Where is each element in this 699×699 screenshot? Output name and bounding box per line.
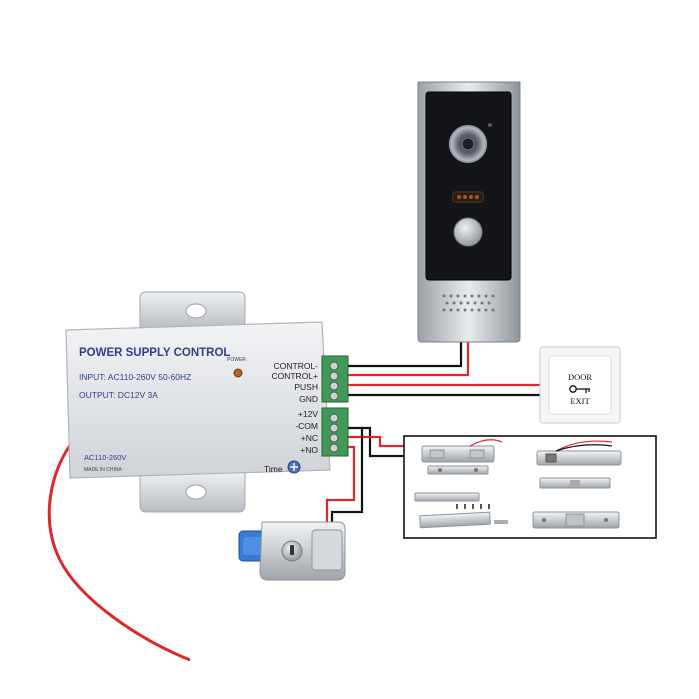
video-door-panel	[417, 81, 521, 343]
speaker-grille	[442, 294, 495, 312]
power-led	[233, 368, 243, 378]
psu-mount-hole-bottom	[185, 484, 207, 500]
time-knob-icon[interactable]	[287, 460, 301, 474]
power-led-label: POWER	[227, 357, 246, 363]
terminal-label-push: PUSH	[294, 382, 318, 392]
terminal-label-com: -COM	[295, 421, 318, 431]
wire-com-lock	[330, 428, 364, 522]
psu-title: POWER SUPPLY CONTROL	[79, 347, 230, 359]
electric-lock	[238, 521, 346, 581]
psu-made-in: MADE IN CHINA	[84, 467, 122, 473]
psu-ac-label: AC110-260V	[84, 453, 126, 462]
ir-leds	[452, 191, 484, 203]
drop-bolt-lock	[414, 492, 508, 529]
terminal-label-12v: +12V	[298, 409, 318, 419]
psu-mount-hole-top	[185, 303, 207, 319]
terminal-label-no: +NO	[300, 445, 318, 455]
bolt-lock	[421, 439, 503, 475]
exit-button-unit: DOOR EXIT	[539, 346, 621, 424]
electric-strike-lock	[532, 511, 620, 529]
psu-output-spec: OUTPUT: DC12V 3A	[79, 390, 158, 400]
terminal-label-control-plus: CONTROL+	[271, 371, 318, 381]
terminal-label-control-minus: CONTROL-	[274, 361, 319, 371]
ac-power-cord	[47, 439, 191, 662]
wires	[47, 340, 548, 662]
terminal-block-top	[321, 355, 349, 403]
key-icon	[569, 385, 590, 393]
magnetic-lock	[536, 440, 622, 489]
camera-lens-icon	[449, 123, 492, 163]
call-button-icon[interactable]	[453, 217, 483, 247]
terminal-block-bottom	[321, 407, 349, 457]
terminal-label-gnd: GND	[299, 394, 318, 404]
wire-no-lock	[325, 445, 356, 522]
exit-button-line2: EXIT	[570, 396, 590, 406]
exit-button-line1: DOOR	[568, 372, 592, 382]
terminal-label-nc: +NC	[301, 433, 318, 443]
wire-nc	[346, 435, 404, 448]
wire-control-minus	[346, 340, 463, 368]
psu-time-label: Time	[264, 464, 283, 474]
psu-input-spec: INPUT: AC110-260V 50-60HZ	[79, 372, 191, 382]
psu-body	[65, 321, 331, 479]
wire-control-plus	[346, 340, 470, 377]
wire-com	[346, 426, 404, 458]
power-supply: POWER SUPPLY CONTROL INPUT: AC110-260V 5…	[65, 291, 349, 513]
panel-face	[425, 91, 512, 281]
lock-options-box	[403, 435, 657, 539]
